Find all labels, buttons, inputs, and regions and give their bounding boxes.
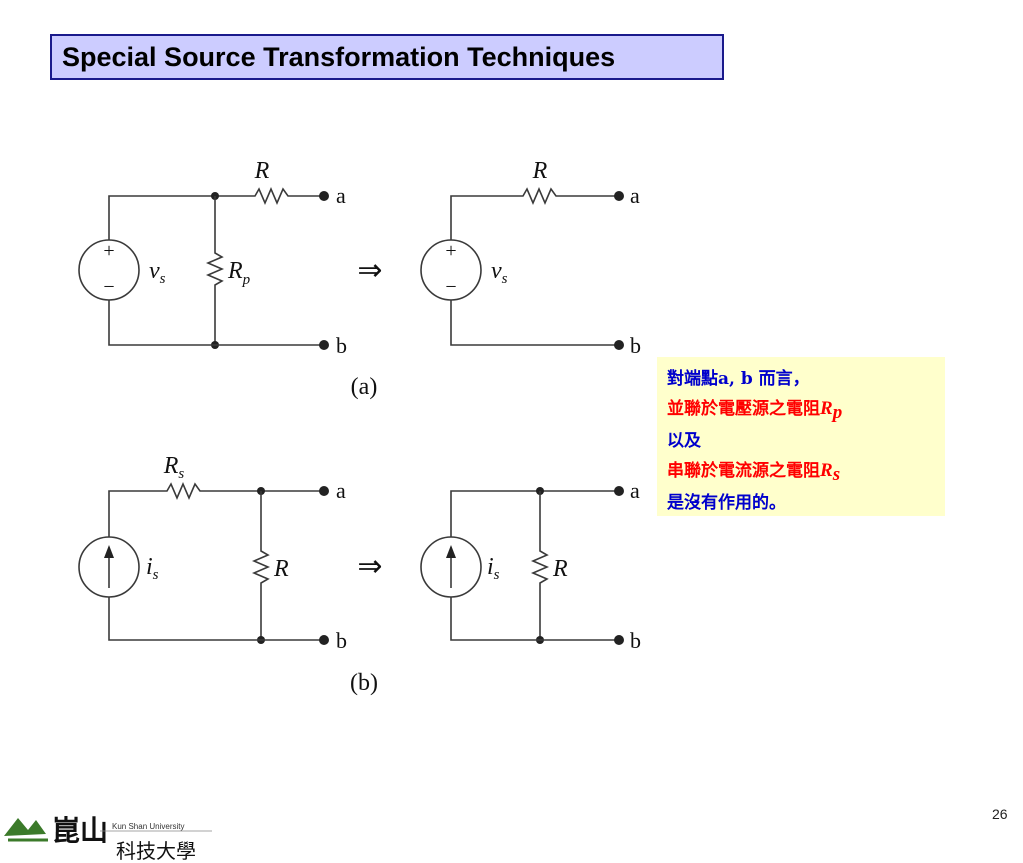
page-number: 26 bbox=[992, 806, 1008, 822]
resistor-label-r: R bbox=[273, 556, 289, 582]
circuit-b-left: is Rs R a b bbox=[78, 453, 347, 653]
terminal-b-dot bbox=[614, 635, 624, 645]
resistor-label-r: R bbox=[532, 158, 548, 184]
note-line-1: 對端點a, b 而言， bbox=[667, 369, 810, 389]
terminal-a-dot bbox=[319, 486, 329, 496]
logo-calligraphy: 崑山 bbox=[52, 814, 108, 847]
terminal-a-label: a bbox=[336, 478, 346, 503]
mountain-logo-icon bbox=[4, 818, 46, 836]
terminal-b-label: b bbox=[336, 333, 347, 358]
terminal-b-label: b bbox=[336, 628, 347, 653]
circuit-a-left: + − vs R Rp a b bbox=[78, 158, 347, 358]
terminal-a-label: a bbox=[630, 183, 640, 208]
university-logo: 崑山 Kun Shan University 科技大學 bbox=[4, 814, 212, 863]
resistor-label-rp: Rp bbox=[227, 258, 251, 288]
note-line-2: 並聯於電壓源之電阻Rp bbox=[667, 398, 843, 423]
terminal-a-dot bbox=[614, 191, 624, 201]
minus-sign: − bbox=[103, 276, 114, 298]
caption-b: (b) bbox=[350, 670, 378, 696]
voltage-source-icon bbox=[420, 239, 482, 301]
terminal-b-dot bbox=[614, 340, 624, 350]
terminal-b-dot bbox=[319, 340, 329, 350]
circuit-a-right: + − vs R a b bbox=[420, 158, 641, 358]
circuit-b-right: is R a b bbox=[420, 478, 641, 653]
caption-a: (a) bbox=[351, 374, 378, 400]
resistor-a-right-series bbox=[518, 186, 561, 206]
source-label-is: is bbox=[146, 554, 159, 583]
minus-sign: − bbox=[445, 276, 456, 298]
terminal-a-label: a bbox=[336, 183, 346, 208]
resistor-label-rs: Rs bbox=[163, 453, 185, 482]
note-line-4: 串聯於電流源之電阻Rs bbox=[667, 460, 841, 485]
resistor-a-left-parallel bbox=[205, 250, 225, 288]
terminal-b-label: b bbox=[630, 628, 641, 653]
resistor-label-r: R bbox=[552, 556, 568, 582]
terminal-b-dot bbox=[319, 635, 329, 645]
source-label-vs: vs bbox=[149, 258, 166, 287]
transform-arrow-b: ⇒ bbox=[357, 550, 382, 583]
up-arrow-icon bbox=[104, 545, 114, 558]
terminal-a-dot bbox=[319, 191, 329, 201]
terminal-a-dot bbox=[614, 486, 624, 496]
plus-sign: + bbox=[445, 240, 456, 262]
transform-arrow-a: ⇒ bbox=[357, 254, 382, 287]
source-label-vs: vs bbox=[491, 258, 508, 287]
resistor-label-r: R bbox=[254, 158, 270, 184]
resistor-b-left-parallel bbox=[251, 548, 271, 586]
slide-title: Special Source Transformation Techniques bbox=[50, 34, 724, 80]
explanation-note: 對端點a, b 而言， 並聯於電壓源之電阻Rp 以及 串聯於電流源之電阻Rs 是… bbox=[657, 357, 945, 516]
terminal-b-label: b bbox=[630, 333, 641, 358]
up-arrow-icon bbox=[446, 545, 456, 558]
resistor-b-left-series bbox=[162, 481, 205, 501]
note-line-3: 以及 bbox=[667, 431, 701, 451]
voltage-source-icon bbox=[78, 239, 140, 301]
logo-english-text: Kun Shan University bbox=[112, 822, 184, 831]
logo-chinese-text: 科技大學 bbox=[116, 839, 196, 863]
source-label-is: is bbox=[487, 554, 500, 583]
resistor-a-left-series bbox=[250, 186, 293, 206]
terminal-a-label: a bbox=[630, 478, 640, 503]
note-line-5: 是沒有作用的。 bbox=[667, 493, 786, 513]
plus-sign: + bbox=[103, 240, 114, 262]
resistor-b-right-parallel bbox=[530, 548, 550, 586]
